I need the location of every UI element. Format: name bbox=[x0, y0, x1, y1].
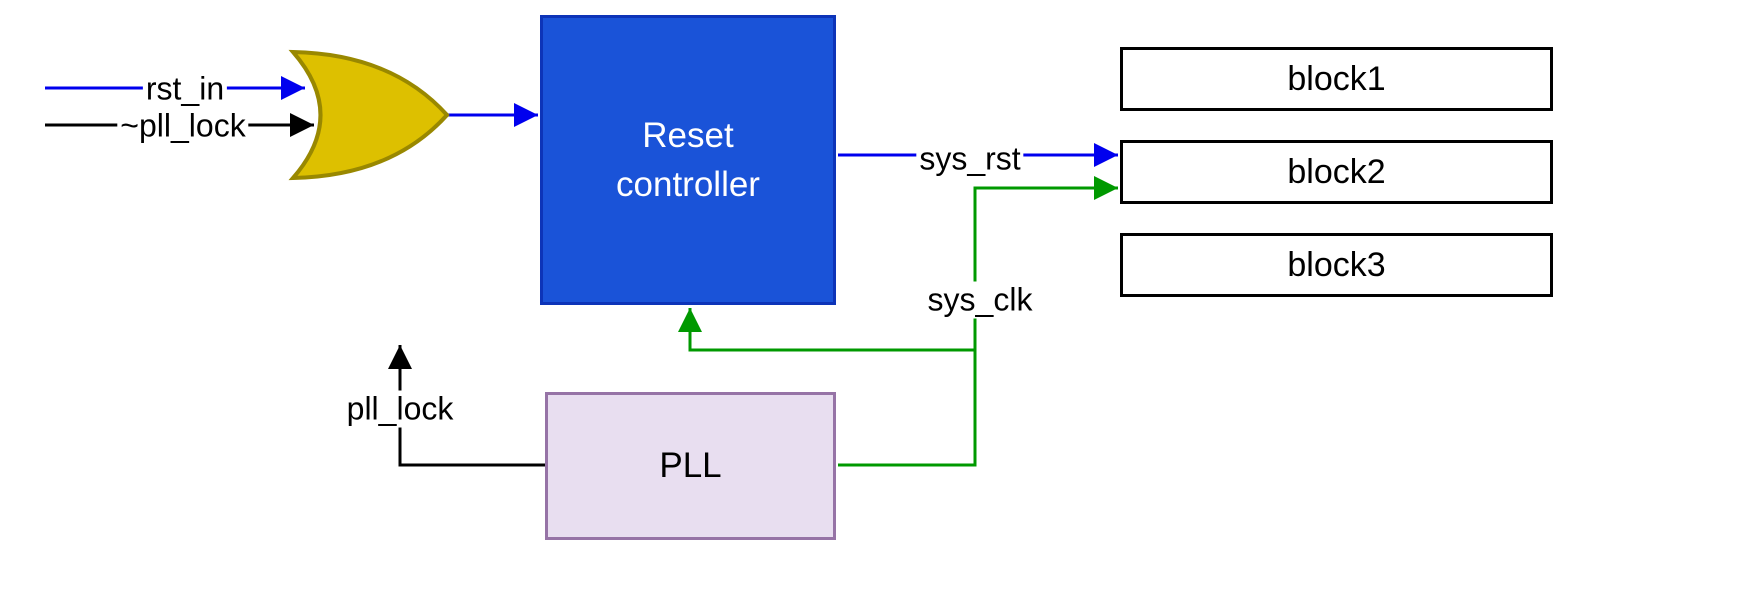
or-gate-shape bbox=[288, 49, 450, 181]
block1-node: block1 bbox=[1120, 47, 1553, 111]
npll-lock-label: ~pll_lock bbox=[117, 107, 249, 145]
wire-sys-clk bbox=[838, 176, 1118, 467]
rst-in-label: rst_in bbox=[142, 70, 228, 108]
sys-clk-label: sys_clk bbox=[924, 281, 1036, 319]
reset-controller-label: Reset controller bbox=[616, 116, 760, 204]
pll-lock-label: pll_lock bbox=[343, 390, 457, 428]
wire-sys-clk-branch bbox=[678, 308, 975, 352]
block3-node: block3 bbox=[1120, 233, 1553, 297]
pll-node: PLL bbox=[545, 392, 836, 540]
reset-controller-node: Reset controller bbox=[540, 15, 836, 305]
block1-label: block1 bbox=[1287, 59, 1386, 98]
sys-rst-label: sys_rst bbox=[916, 140, 1024, 178]
pll-label: PLL bbox=[659, 446, 722, 485]
block2-label: block2 bbox=[1287, 152, 1386, 191]
block3-label: block3 bbox=[1287, 245, 1386, 284]
wire-pll-lock bbox=[388, 345, 545, 467]
block2-node: block2 bbox=[1120, 140, 1553, 204]
